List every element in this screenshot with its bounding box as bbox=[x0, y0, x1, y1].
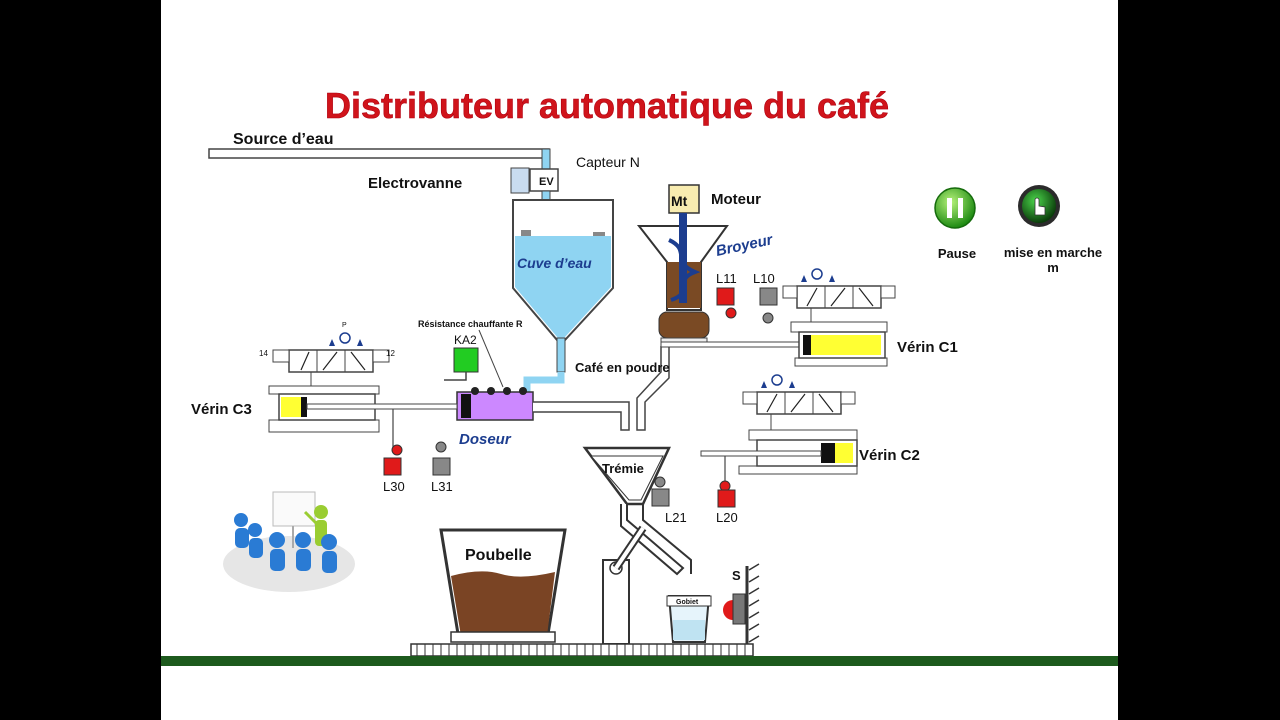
start-label-line1: mise en marche bbox=[1003, 245, 1103, 260]
verin-c3-label: Vérin C3 bbox=[191, 401, 252, 418]
l21-label: L21 bbox=[665, 510, 687, 525]
start-label: mise en marche m bbox=[991, 245, 1115, 275]
page-title: Distributeur automatique du café bbox=[325, 85, 889, 126]
sensor-l11 bbox=[716, 287, 735, 306]
s-label: S bbox=[732, 568, 741, 583]
doseur-label: Doseur bbox=[459, 431, 512, 448]
doseur bbox=[456, 387, 630, 431]
cursor-hand-icon bbox=[1034, 197, 1046, 216]
water-tank bbox=[512, 199, 614, 396]
capteur-label: Capteur N bbox=[576, 154, 640, 170]
l10-label: L10 bbox=[753, 271, 775, 286]
verin-c2-label: Vérin C2 bbox=[859, 447, 920, 464]
water-source-pipe bbox=[208, 148, 551, 172]
grinder bbox=[636, 213, 729, 431]
l11-label: L11 bbox=[716, 271, 737, 286]
ev-label: EV bbox=[539, 176, 554, 188]
verin-c3 bbox=[268, 332, 458, 433]
pause-button[interactable] bbox=[933, 186, 977, 230]
electrovanne-label: Electrovanne bbox=[368, 175, 462, 192]
mt-label: Mt bbox=[671, 193, 688, 209]
gobelet-label: Gobiet bbox=[676, 599, 699, 606]
sensor-l21 bbox=[651, 488, 670, 507]
lever-arm bbox=[602, 525, 647, 645]
verin-c2 bbox=[700, 374, 858, 475]
sensor-l20 bbox=[717, 489, 736, 508]
broyeur-label: Broyeur bbox=[714, 231, 775, 260]
verin-c1 bbox=[660, 268, 896, 367]
verin-c1-label: Vérin C1 bbox=[897, 339, 958, 356]
start-button[interactable] bbox=[1015, 182, 1063, 230]
sensor-s bbox=[723, 563, 760, 652]
cafe-poudre-label: Café en poudre bbox=[575, 360, 670, 375]
water-tank-label: Cuve d’eau bbox=[517, 255, 592, 271]
l30-label: L30 bbox=[383, 479, 405, 494]
tremie-label: Trémie bbox=[602, 461, 644, 476]
coffee-machine-diagram: Distributeur automatique du café Source … bbox=[161, 85, 1118, 666]
ka2-relay bbox=[453, 347, 479, 373]
ka2-label: KA2 bbox=[454, 333, 477, 347]
l20-label: L20 bbox=[716, 510, 738, 525]
start-label-line2: m bbox=[1047, 260, 1059, 275]
hopper bbox=[582, 446, 692, 576]
start-icon bbox=[1018, 185, 1060, 227]
sensor-l30 bbox=[383, 457, 402, 476]
meeting-illustration bbox=[223, 491, 355, 592]
sensor-l31 bbox=[432, 457, 451, 476]
conveyor-base bbox=[161, 643, 1118, 666]
pause-icon bbox=[934, 187, 976, 229]
sensor-l10 bbox=[759, 287, 778, 306]
diagram-canvas: Distributeur automatique du café Source … bbox=[161, 0, 1118, 720]
port-12-label: 12 bbox=[386, 349, 395, 358]
moteur-label: Moteur bbox=[711, 191, 761, 208]
pause-label: Pause bbox=[937, 246, 977, 261]
l31-label: L31 bbox=[431, 479, 453, 494]
poubelle-label: Poubelle bbox=[465, 547, 532, 564]
cup bbox=[666, 595, 712, 643]
trash-bin bbox=[439, 528, 567, 643]
water-source-label: Source d’eau bbox=[233, 131, 333, 148]
port-p-label: P bbox=[342, 322, 347, 329]
resistance-label: Résistance chauffante R bbox=[418, 319, 523, 329]
port-14-label: 14 bbox=[259, 349, 268, 358]
